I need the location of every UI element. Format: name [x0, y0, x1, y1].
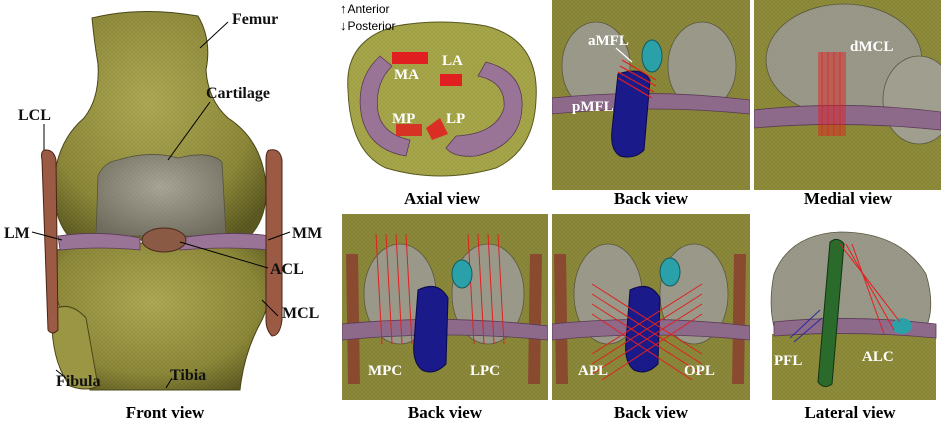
teal-acl-stump — [641, 39, 663, 73]
back-view-mpc-lpc-panel: MPC LPC Back view — [342, 214, 548, 425]
right-fibular-edge — [528, 254, 542, 384]
caption-axial-view: Axial view — [403, 189, 481, 208]
label-pmfl: pMFL — [572, 99, 614, 115]
label-pfl: PFL — [774, 353, 803, 369]
front-view-panel: Femur Cartilage LCL LM MM ACL MCL Fibula… — [0, 0, 330, 425]
left-fibular-edge — [346, 254, 360, 384]
lateral-view-illustration — [770, 231, 937, 400]
ma-attachment — [392, 52, 428, 64]
label-mp: MP — [392, 111, 416, 127]
back-view-apl-opl-panel: APL OPL Back view — [552, 214, 750, 425]
label-apl: APL — [578, 363, 608, 379]
label-la: LA — [442, 53, 463, 69]
fibula-bone — [51, 305, 99, 390]
caption-medial-view: Medial view — [803, 189, 893, 208]
mcl-ligament — [265, 149, 283, 337]
label-lcl: LCL — [18, 107, 51, 124]
lateral-meniscus — [57, 233, 141, 251]
arrow-down-icon: ↓ — [340, 18, 347, 33]
lpc-fibers — [467, 233, 505, 345]
pcl-ligament-2 — [413, 285, 449, 373]
back-view-apl-opl-illustration — [552, 214, 750, 400]
front-view-knee-illustration — [31, 10, 291, 391]
back-view-mfl-illustration — [552, 0, 750, 190]
caption-back-view-apl-opl: Back view — [613, 403, 689, 422]
pcl-ligament — [611, 70, 651, 158]
lp-attachment — [426, 118, 448, 140]
arrow-up-icon: ↑ — [340, 1, 347, 16]
label-ma: MA — [394, 67, 419, 83]
label-alc: ALC — [862, 349, 894, 365]
mp-attachment — [396, 124, 422, 136]
left-edge-ligament — [554, 254, 568, 384]
label-opl: OPL — [684, 363, 715, 379]
teal-tendon-lateral — [892, 318, 912, 334]
direction-legend: ↑Anterior ↓Posterior — [340, 2, 396, 32]
label-dmcl: dMCL — [850, 39, 894, 55]
label-fibula: Fibula — [56, 373, 101, 390]
legend-anterior: Anterior — [347, 2, 390, 16]
label-amfl: aMFL — [588, 33, 629, 49]
caption-front-view: Front view — [125, 403, 205, 422]
label-cartilage: Cartilage — [206, 85, 270, 102]
medial-view-panel: dMCL Medial view — [754, 0, 941, 212]
axial-view-panel: ↑Anterior ↓Posterior MA LA MP LP Axial v… — [336, 0, 548, 212]
fibular-collateral-ligament — [817, 238, 845, 388]
right-edge-ligament — [732, 254, 746, 384]
label-lpc: LPC — [470, 363, 500, 379]
label-mm: MM — [292, 225, 323, 242]
label-lp: LP — [446, 111, 466, 127]
teal-acl-stump-3 — [659, 257, 681, 287]
back-view-mfl-panel: aMFL pMFL Back view — [552, 0, 750, 212]
teal-acl-stump-2 — [451, 259, 473, 289]
la-attachment — [440, 74, 462, 86]
alc-fibers — [839, 243, 901, 335]
mpc-fibers — [375, 233, 413, 345]
pcl-ligament-3 — [625, 285, 661, 373]
label-femur: Femur — [232, 11, 279, 28]
lateral-view-panel: PFL ALC Lateral view — [760, 214, 941, 425]
label-tibia: Tibia — [170, 367, 207, 384]
back-view-mpc-lpc-illustration — [342, 214, 548, 400]
caption-back-view-mpc-lpc: Back view — [407, 403, 483, 422]
legend-posterior: Posterior — [347, 19, 396, 33]
label-acl: ACL — [270, 261, 304, 278]
dmcl-ligament — [818, 52, 846, 136]
caption-lateral-view: Lateral view — [804, 403, 896, 422]
caption-back-view-mfl: Back view — [613, 189, 689, 208]
medial-meniscus — [179, 233, 271, 251]
acl-ligament — [141, 227, 187, 253]
axial-view-illustration — [347, 21, 537, 177]
axial-lateral-meniscus — [445, 61, 523, 157]
mfl-fibers — [617, 59, 657, 99]
label-lm: LM — [4, 225, 30, 242]
apl-opl-fibers — [591, 283, 703, 381]
axial-medial-meniscus — [359, 55, 411, 157]
lcl-ligament — [41, 149, 59, 334]
label-mcl: MCL — [282, 305, 320, 322]
pfl-fibers — [789, 309, 823, 343]
medial-meniscus-side — [754, 105, 941, 131]
label-mpc: MPC — [368, 363, 403, 379]
front-view-leader-lines — [31, 21, 291, 389]
medial-view-illustration — [754, 0, 941, 190]
